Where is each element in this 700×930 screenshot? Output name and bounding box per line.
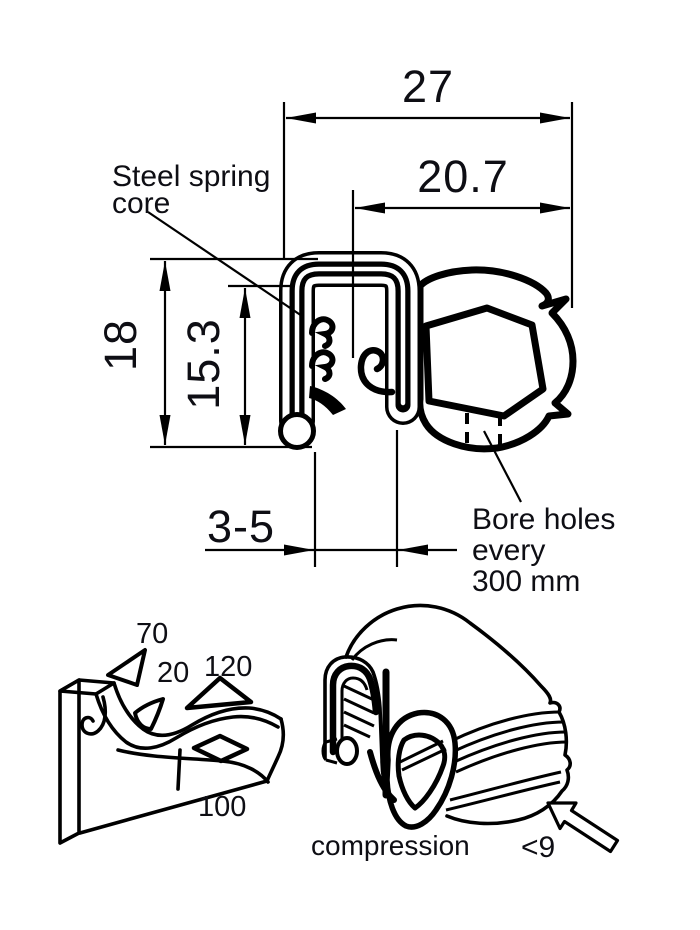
mouth-inner-line-1 — [399, 739, 444, 764]
steel-core-split — [294, 266, 406, 420]
bore-holes-callout: Bore holes every 300 mm — [472, 430, 615, 598]
tube-ridge-line-4 — [455, 740, 568, 774]
angle-marker-20-flag — [133, 697, 165, 731]
dimension-20-7: 20.7 — [351, 151, 570, 358]
arrowhead-right — [540, 112, 570, 124]
dim-value-overall-height: 18 — [95, 319, 146, 371]
arrowhead-left — [355, 202, 385, 214]
foot-cylinder-bottom — [325, 758, 338, 765]
finger-hatch-2 — [343, 697, 375, 715]
marker-100-diamond — [191, 733, 250, 764]
mouth-inner-line-2 — [401, 747, 447, 772]
tube-ridge-line-3 — [453, 730, 567, 764]
steel-core-label-line2: core — [112, 187, 170, 220]
clamp-channel-section — [278, 251, 421, 450]
value-70: 70 — [136, 618, 168, 650]
flange-bottom-edge — [116, 748, 270, 784]
compression-annotation: compression <9 — [311, 801, 620, 864]
finger-hatch-1 — [343, 684, 375, 702]
tube-mouth-hole — [395, 732, 448, 811]
slab-front-face — [58, 678, 81, 845]
underside-diagonal-edge — [78, 779, 269, 835]
arrowhead-top — [159, 261, 171, 291]
angle-marker-120-triangle — [184, 675, 254, 711]
tube-ridge-line-2 — [451, 720, 565, 754]
value-20: 20 — [157, 657, 189, 689]
channel-mouth-line — [340, 676, 369, 748]
arrowhead-inward-left — [284, 544, 314, 556]
bore-label-line2: every — [472, 534, 545, 567]
slab-top-face — [58, 678, 116, 696]
compression-value: <9 — [521, 831, 555, 864]
angle-marker-70-triangle — [106, 648, 147, 687]
foot-cylinder-top — [325, 737, 338, 744]
inner-hook-lip — [357, 347, 396, 396]
flange-crease-line — [176, 748, 182, 791]
compression-direction-arrow — [546, 801, 620, 854]
dim-value-channel-height: 15.3 — [178, 318, 229, 410]
bulb-seal-section — [416, 266, 577, 453]
steel-core-label-line1: Steel spring — [112, 160, 270, 193]
value-120: 120 — [204, 651, 252, 683]
channel-face-core-edge — [329, 662, 380, 756]
steel-spring-core-callout: Steel spring core — [112, 160, 303, 317]
tube-ridge-line-1 — [448, 710, 561, 744]
flange-end-cap — [265, 717, 286, 783]
arrowhead-right — [540, 202, 570, 214]
dim-value-overall-width: 27 — [402, 61, 454, 112]
flange-curl — [80, 695, 108, 736]
arrowhead-inward-right — [398, 544, 428, 556]
dimension-18: 18 — [95, 257, 318, 449]
grip-lip-flap — [309, 386, 346, 415]
hook-lip-3d — [367, 749, 397, 803]
leader-line — [147, 211, 303, 317]
finger-hatch-3 — [343, 710, 375, 728]
arrowhead-top — [239, 288, 251, 318]
arrowhead-left — [286, 112, 316, 124]
flange-iso-sketch: 70 20 120 100 — [58, 618, 286, 845]
dim-value-grip-range: 3-5 — [207, 501, 275, 552]
bore-label-line1: Bore holes — [472, 503, 615, 536]
bulb-inner-hexagon — [422, 304, 547, 420]
flange-top-edge — [94, 692, 280, 751]
value-100: 100 — [198, 791, 246, 823]
grip-finger-2 — [309, 349, 336, 382]
dimension-27: 27 — [282, 61, 574, 308]
tube-ridge-line-5 — [449, 770, 562, 802]
bore-label-line3: 300 mm — [472, 565, 580, 598]
compression-label: compression — [311, 830, 470, 861]
foot-cylinder-face — [335, 736, 359, 766]
leader-line — [483, 430, 522, 503]
seal-iso-sketch — [321, 603, 572, 830]
flange-far-edge — [112, 681, 283, 738]
dimension-3-5: 3-5 — [205, 430, 457, 567]
finger-hatch-4 — [343, 723, 371, 739]
tube-ridge-line-6 — [445, 780, 561, 812]
arrowhead-bottom — [159, 415, 171, 445]
dim-value-bulb-width: 20.7 — [417, 151, 509, 202]
grip-finger-1 — [309, 316, 336, 349]
arrowhead-bottom — [239, 415, 251, 445]
channel-foot-bulb — [278, 412, 316, 450]
dimension-15-3: 15.3 — [178, 284, 292, 445]
foot-cylinder-back — [321, 740, 328, 762]
